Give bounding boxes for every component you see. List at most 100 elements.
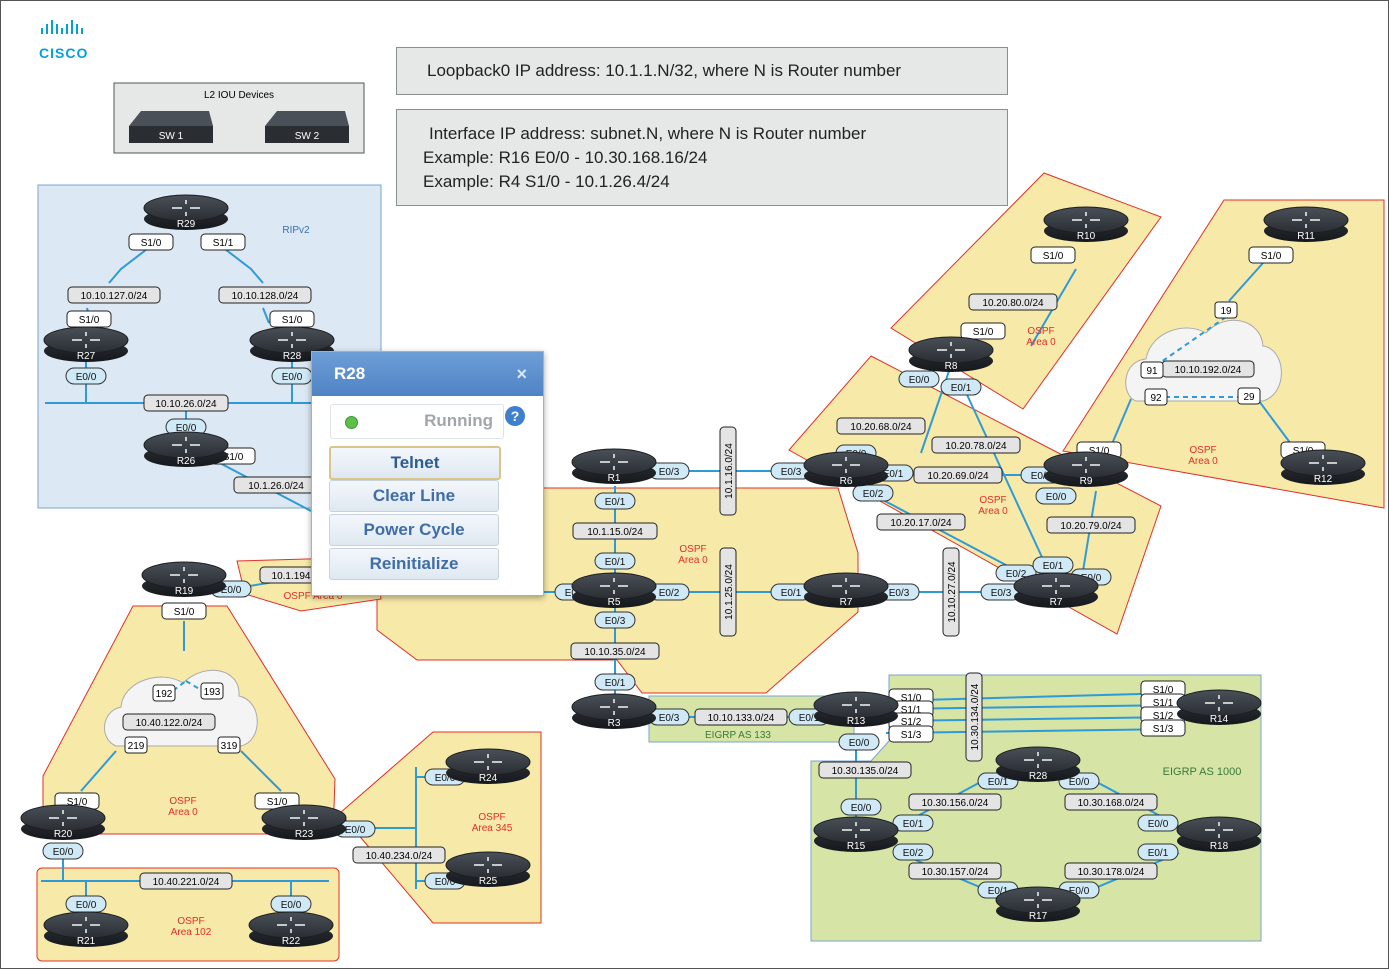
interface-label: E0/2 bbox=[892, 843, 934, 861]
router-r6[interactable]: R6 bbox=[803, 451, 889, 487]
interface-label-text: E0/0 bbox=[909, 375, 930, 386]
router-r7[interactable]: R7 bbox=[803, 572, 889, 608]
router-label: R26 bbox=[177, 456, 196, 467]
subnet-text: 10.40.122.0/24 bbox=[136, 718, 203, 729]
zone-label: Area 0 bbox=[1026, 337, 1056, 348]
clear-line-button[interactable]: Clear Line bbox=[329, 480, 499, 512]
router-r8[interactable]: R8 bbox=[908, 336, 994, 372]
router-r9[interactable]: R9 bbox=[1043, 451, 1129, 487]
switch-sw1[interactable]: SW 1 bbox=[129, 111, 213, 143]
router-r20[interactable]: R20 bbox=[20, 804, 106, 840]
router-r18[interactable]: R18 bbox=[1176, 816, 1262, 852]
interface-label: E0/1 bbox=[940, 378, 982, 396]
router-r11[interactable]: R11 bbox=[1263, 206, 1349, 242]
switch-sw2[interactable]: SW 2 bbox=[265, 111, 349, 143]
interface-label-text: E0/0 bbox=[435, 877, 456, 888]
subnet-10-1-16: 10.1.16.0/24 bbox=[719, 426, 737, 516]
interface-label: S1/0 bbox=[1248, 246, 1294, 264]
subnet-10-10-26: 10.10.26.0/24 bbox=[143, 394, 229, 412]
interface-label: E0/0 bbox=[1137, 814, 1179, 832]
svg-text:193: 193 bbox=[204, 687, 221, 698]
router-label: R19 bbox=[175, 586, 194, 597]
router-r24[interactable]: R24 bbox=[445, 748, 531, 784]
power-cycle-button[interactable]: Power Cycle bbox=[329, 514, 499, 546]
subnet-10-1-25: 10.1.25.0/24 bbox=[719, 547, 737, 637]
router-r10[interactable]: R10 bbox=[1043, 206, 1129, 242]
router-r25[interactable]: R25 bbox=[445, 851, 531, 887]
subnet-10-40-234: 10.40.234.0/24 bbox=[352, 846, 446, 864]
interface-label-text: E0/1 bbox=[799, 713, 820, 724]
router-r29[interactable]: R29 bbox=[143, 194, 229, 230]
router-label: R13 bbox=[847, 716, 866, 727]
sw2-label: SW 2 bbox=[295, 131, 320, 142]
interface-label-text: E0/0 bbox=[281, 900, 302, 911]
router-arrows-icon bbox=[278, 332, 306, 348]
subnet-text: 10.1.194 bbox=[272, 571, 311, 582]
svg-text:S1/0: S1/0 bbox=[1043, 251, 1064, 262]
router-label: R25 bbox=[479, 876, 498, 887]
router-r7[interactable]: R7 bbox=[1013, 572, 1099, 608]
router-r3[interactable]: R3 bbox=[571, 693, 657, 729]
router-arrows-icon bbox=[1205, 822, 1233, 838]
router-r22[interactable]: R22 bbox=[248, 911, 334, 947]
router-arrows-icon bbox=[1292, 212, 1320, 228]
subnet-10-10-35: 10.10.35.0/24 bbox=[570, 642, 660, 660]
router-r19[interactable]: R19 bbox=[141, 561, 227, 597]
svg-text:192: 192 bbox=[156, 689, 173, 700]
router-r1[interactable]: R1 bbox=[571, 448, 657, 484]
status-indicator: Running bbox=[330, 404, 504, 439]
svg-text:S1/0: S1/0 bbox=[282, 315, 303, 326]
interface-label: E0/0 bbox=[65, 367, 107, 385]
router-r21[interactable]: R21 bbox=[43, 911, 129, 947]
interface-label: E0/0 bbox=[840, 798, 882, 816]
router-r26[interactable]: R26 bbox=[143, 431, 229, 467]
interface-label-text: E0/3 bbox=[659, 713, 680, 724]
router-r27[interactable]: R27 bbox=[43, 326, 129, 362]
router-r14[interactable]: R14 bbox=[1176, 689, 1262, 725]
subnet-10-40-221: 10.40.221.0/24 bbox=[139, 872, 233, 890]
router-r12[interactable]: R12 bbox=[1280, 449, 1366, 485]
router-arrows-icon bbox=[49, 810, 77, 826]
telnet-button[interactable]: Telnet bbox=[329, 446, 501, 480]
help-icon[interactable]: ? bbox=[505, 406, 525, 426]
router-label: R22 bbox=[282, 936, 301, 947]
svg-text:S1/0: S1/0 bbox=[1153, 685, 1174, 696]
svg-text:S1/3: S1/3 bbox=[901, 730, 922, 741]
interface-label-text: E0/0 bbox=[1069, 886, 1090, 897]
subnet-text: 10.1.16.0/24 bbox=[724, 443, 735, 499]
router-r23[interactable]: R23 bbox=[261, 804, 347, 840]
interface-label: E0/0 bbox=[271, 367, 313, 385]
interface-label-text: E0/0 bbox=[435, 773, 456, 784]
interface-label-text: E0/1 bbox=[605, 557, 626, 568]
zone-label: Area 0 bbox=[978, 506, 1008, 517]
router-r28[interactable]: R28 bbox=[995, 746, 1081, 782]
router-label: R23 bbox=[295, 829, 314, 840]
subnet-text: 10.20.17.0/24 bbox=[890, 518, 952, 529]
interface-label-text: E0/2 bbox=[863, 489, 884, 500]
svg-text:S1/0: S1/0 bbox=[1261, 251, 1282, 262]
subnet-text: 10.30.157.0/24 bbox=[922, 867, 989, 878]
interface-label-text: E0/3 bbox=[605, 616, 626, 627]
router-r13[interactable]: R13 bbox=[813, 691, 899, 727]
router-label: R18 bbox=[1210, 841, 1229, 852]
interface-label-text: E0/3 bbox=[659, 467, 680, 478]
dlci-label: 192 bbox=[152, 684, 176, 702]
subnet-text: 10.10.35.0/24 bbox=[584, 647, 646, 658]
cisco-wordmark: CISCO bbox=[39, 45, 88, 61]
subnet-10-10-27: 10.10.27.0/24 bbox=[942, 547, 960, 637]
router-r5[interactable]: R5 bbox=[571, 572, 657, 608]
router-arrows-icon bbox=[937, 342, 965, 358]
router-label: R7 bbox=[1050, 597, 1063, 608]
subnet-text: 10.30.134.0/24 bbox=[970, 683, 981, 750]
reinitialize-button[interactable]: Reinitialize bbox=[329, 548, 499, 580]
router-r17[interactable]: R17 bbox=[995, 886, 1081, 922]
interface-label-text: E0/0 bbox=[1069, 777, 1090, 788]
close-icon[interactable]: × bbox=[516, 364, 527, 384]
interface-label-text: E0/2 bbox=[1006, 569, 1027, 580]
router-r15[interactable]: R15 bbox=[813, 816, 899, 852]
router-arrows-icon bbox=[1072, 457, 1100, 473]
interface-label-text: E0/0 bbox=[176, 423, 197, 434]
subnet-10-10-128: 10.10.128.0/24 bbox=[218, 286, 312, 304]
zone-label: Area 0 bbox=[1188, 456, 1218, 467]
